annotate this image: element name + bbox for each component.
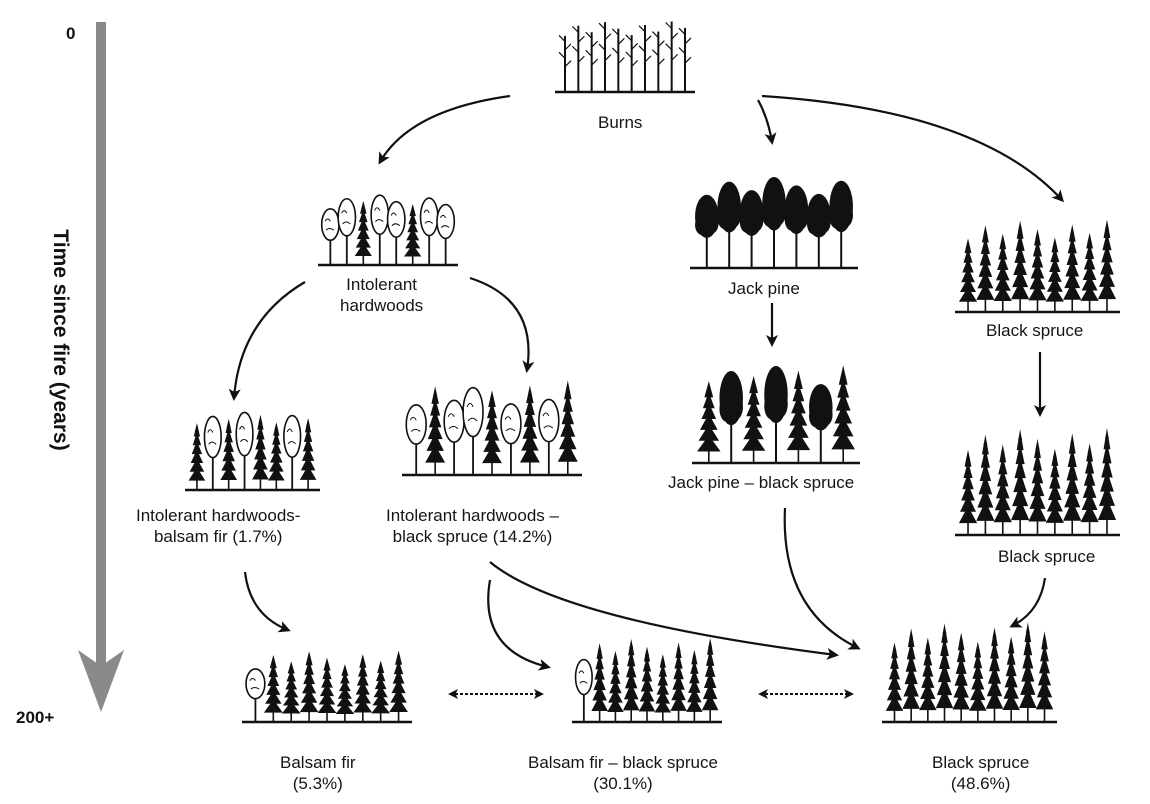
stand-ih-balsam-fir-hardwood-stand-icon bbox=[185, 411, 320, 492]
arrow-burns-to-jack-pine bbox=[757, 99, 777, 145]
stand-burns-burned-stand-icon bbox=[555, 21, 695, 94]
label-line: (48.6%) bbox=[950, 774, 1011, 793]
stand-bf-bs-final-conifer-stand-icon bbox=[572, 638, 722, 724]
label-black-spruce-final: Black spruce (48.6%) bbox=[932, 752, 1029, 794]
stand-intolerant-hardwoods-hardwood-stand-icon bbox=[318, 194, 458, 267]
label-line: hardwoods bbox=[340, 296, 424, 315]
axis-title: Time since fire (years) bbox=[49, 229, 72, 451]
arrow-burns-to-hardwoods bbox=[378, 94, 511, 165]
arrow-jp-bs-to-black-spruce-final bbox=[783, 507, 861, 650]
axis-start-label: 0 bbox=[66, 24, 76, 43]
arrow-balsam-fir-mix-to-balsam-fir bbox=[243, 571, 291, 633]
label-burns: Burns bbox=[598, 113, 643, 132]
axis-end-label: 200+ bbox=[16, 708, 55, 727]
label-line: Balsam fir – black spruce bbox=[528, 753, 718, 772]
label-line: balsam fir (1.7%) bbox=[153, 527, 283, 546]
label-line: Intolerant hardwoods- bbox=[136, 506, 301, 525]
label-line: Black spruce bbox=[932, 753, 1030, 772]
label-ih-black-spruce: Intolerant hardwoods – black spruce (14.… bbox=[386, 505, 559, 547]
label-line: (30.1%) bbox=[593, 774, 653, 793]
arrow-burns-to-black-spruce bbox=[761, 94, 1065, 203]
arrow-bs-mix-to-black-spruce-final bbox=[489, 561, 839, 660]
stand-ih-black-spruce-hardwood-stand-icon bbox=[402, 380, 582, 477]
arrow-hardwoods-to-black-spruce-mix bbox=[469, 276, 535, 373]
label-balsam-fir-final: Balsam fir (5.3%) bbox=[280, 752, 356, 794]
label-jack-pine: Jack pine bbox=[728, 279, 800, 298]
label-line: black spruce (14.2%) bbox=[392, 527, 553, 546]
label-black-spruce-mid: Black spruce bbox=[998, 547, 1096, 566]
stand-balsam-fir-final-conifer-stand-icon bbox=[242, 650, 412, 724]
arrow-hardwoods-to-balsam-fir-mix bbox=[228, 281, 306, 401]
stand-black-spruce-early-conifer-stand-icon bbox=[955, 219, 1120, 314]
arrow-bs-mix-to-bf-bs bbox=[487, 579, 551, 671]
stand-black-spruce-final-conifer-stand-icon bbox=[882, 622, 1057, 724]
label-bf-bs-final: Balsam fir – black spruce (30.1%) bbox=[528, 752, 718, 794]
arrow-bs-mid-to-black-spruce-final bbox=[1009, 577, 1047, 628]
arrows bbox=[228, 94, 1065, 671]
label-intolerant-hardwoods: Intolerant hardwoods bbox=[340, 274, 423, 316]
stand-jack-pine-black-spruce-conifer-stand-icon bbox=[692, 365, 860, 465]
label-ih-balsam-fir: Intolerant hardwoods- balsam fir (1.7%) bbox=[136, 505, 300, 547]
label-line: (5.3%) bbox=[292, 774, 343, 793]
label-black-spruce-early: Black spruce bbox=[986, 321, 1084, 340]
label-jack-pine-black-spruce: Jack pine – black spruce bbox=[668, 473, 855, 492]
stand-black-spruce-mid-conifer-stand-icon bbox=[955, 427, 1120, 537]
label-line: Intolerant bbox=[346, 275, 418, 294]
time-axis-arrow bbox=[78, 22, 124, 712]
stand-jack-pine-conifer-stand-icon bbox=[690, 176, 858, 270]
label-line: Intolerant hardwoods – bbox=[386, 506, 559, 525]
label-line: Balsam fir bbox=[280, 753, 356, 772]
